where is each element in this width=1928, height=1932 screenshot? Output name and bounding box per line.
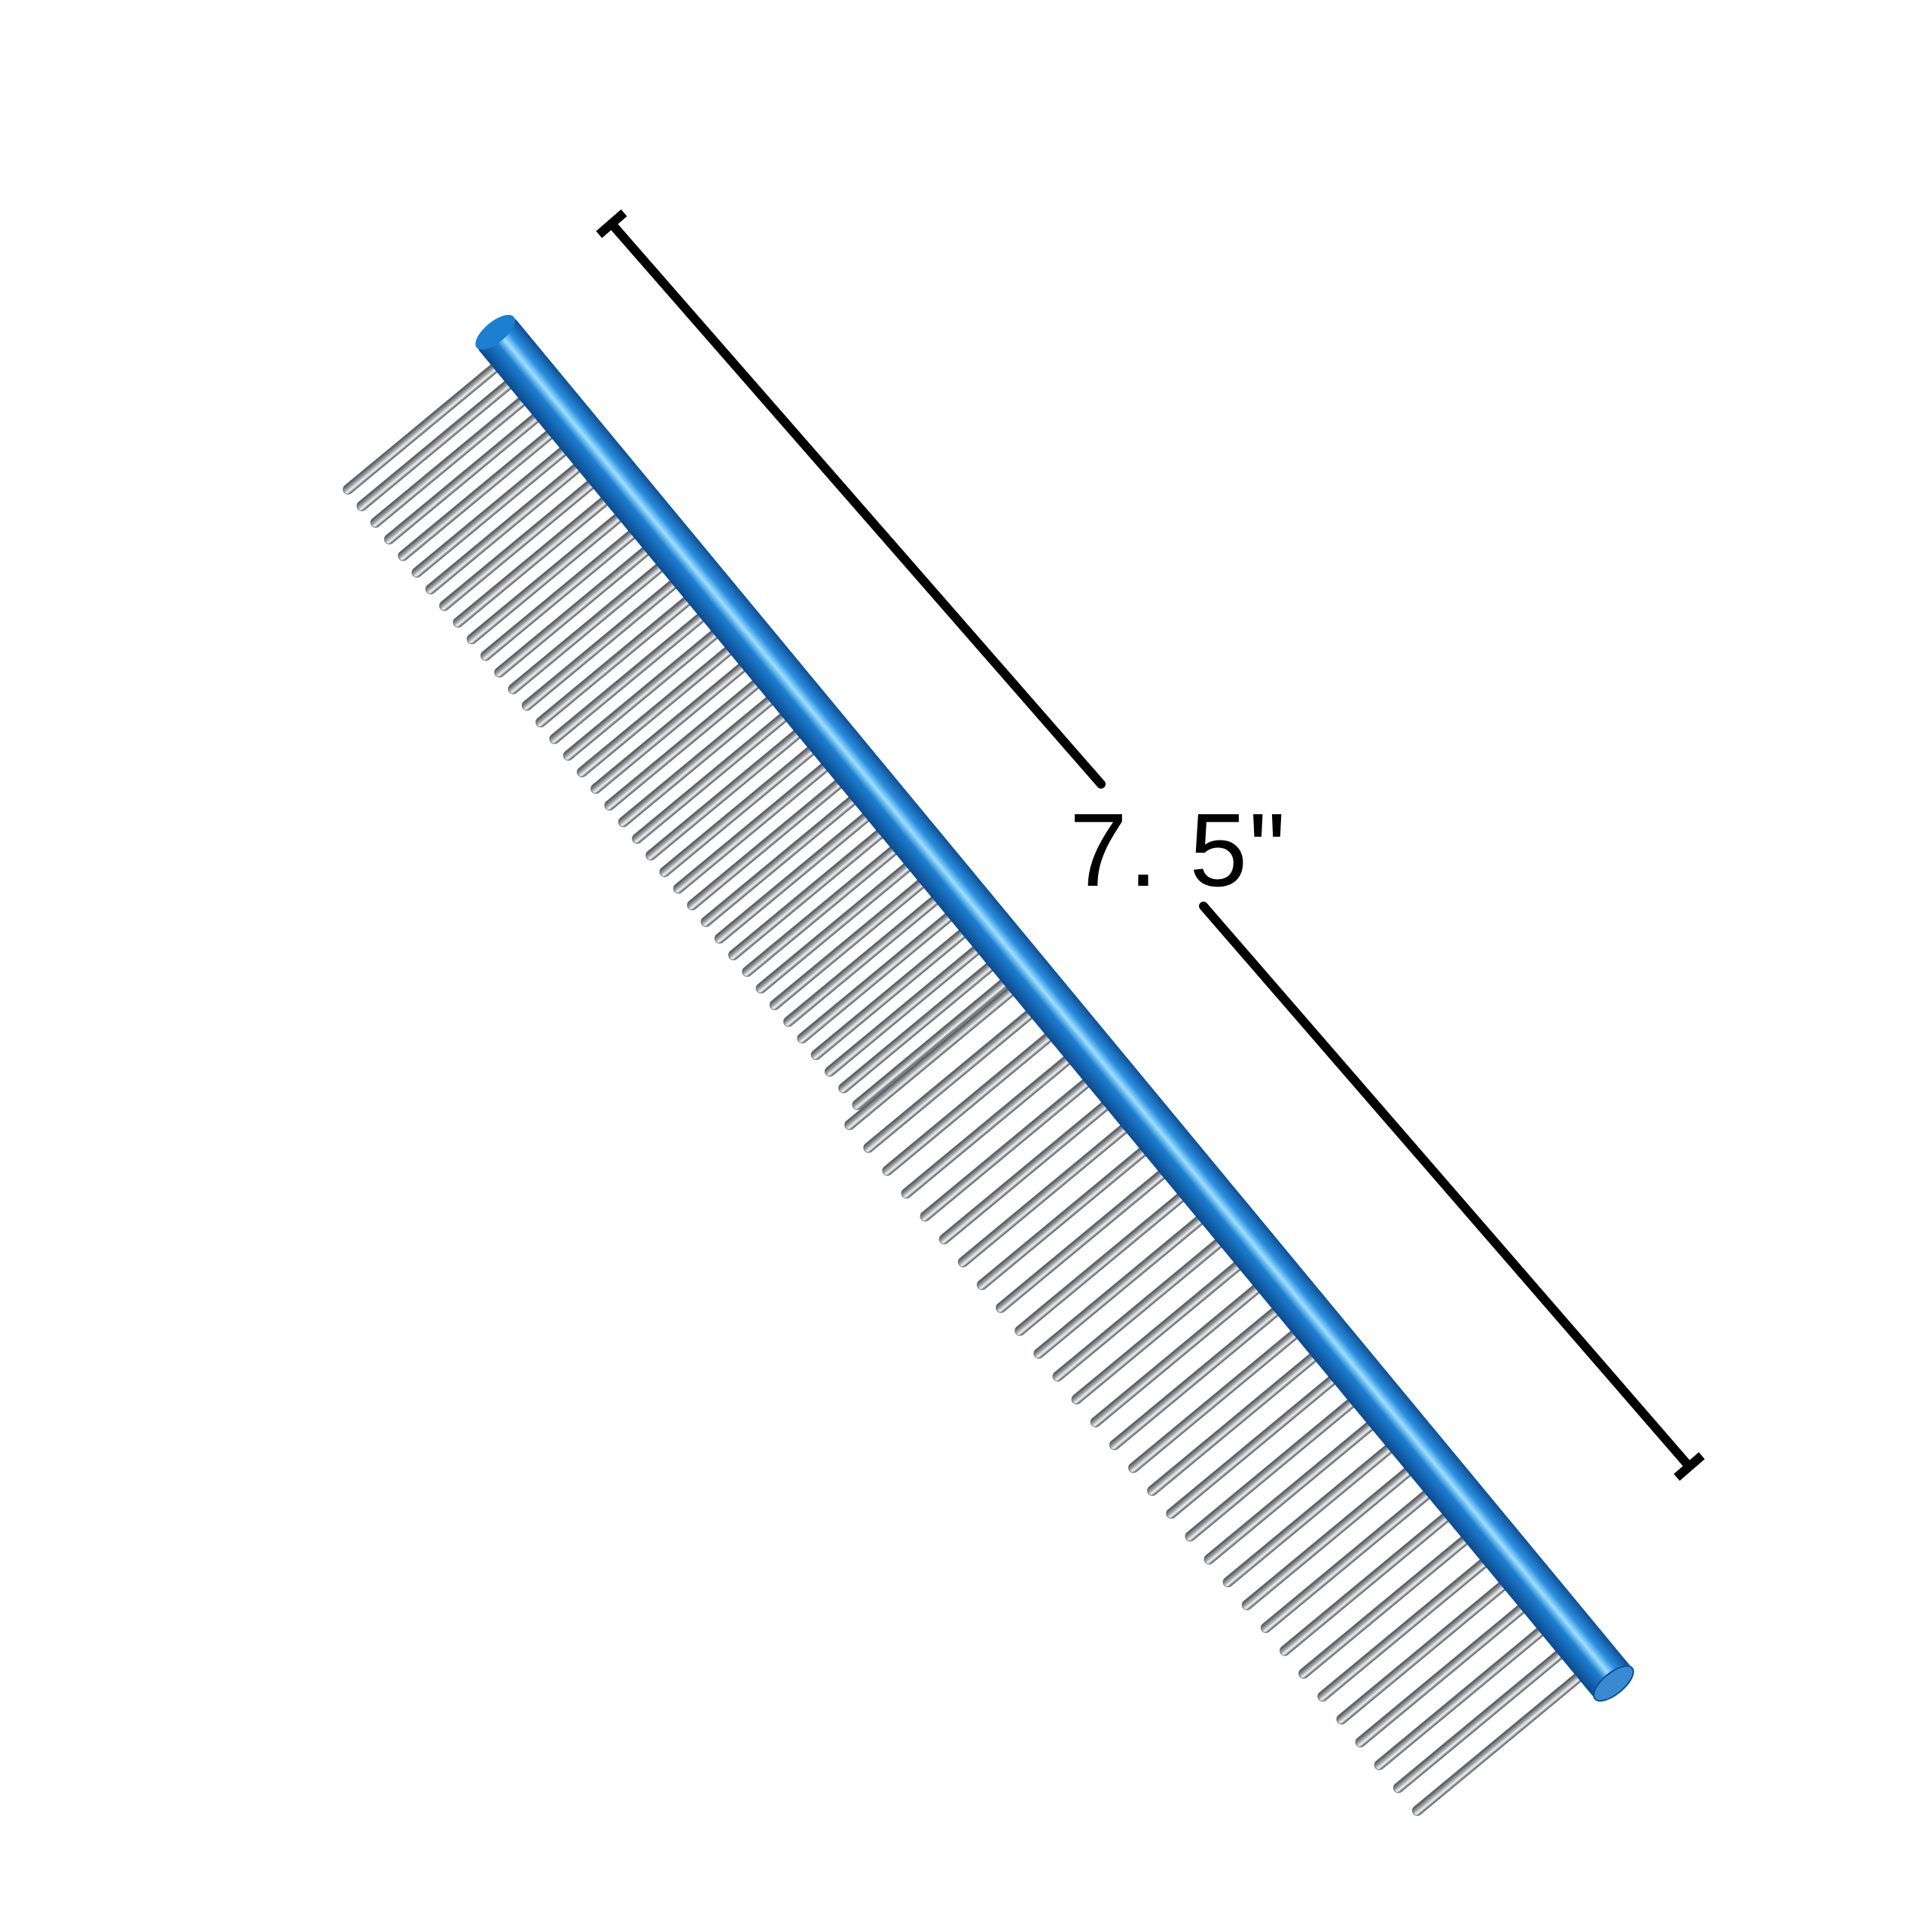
- comb-tooth: [938, 1098, 1114, 1245]
- comb-tooth: [521, 576, 682, 711]
- comb-tooth: [659, 743, 819, 877]
- dimension-cap-start: [596, 209, 627, 238]
- comb-tooth: [797, 909, 957, 1044]
- comb-tooth: [618, 693, 778, 828]
- comb-tooth: [782, 893, 944, 1027]
- comb-tooth: [995, 1167, 1170, 1314]
- comb-tooth: [1279, 1509, 1454, 1656]
- comb-tooth: [1411, 1669, 1587, 1816]
- dimension-line-upper: [607, 219, 1106, 789]
- comb-tooth: [590, 660, 751, 795]
- comb-tooth: [957, 1121, 1133, 1268]
- comb-tooth: [1071, 1258, 1246, 1405]
- comb-tooth: [494, 543, 654, 678]
- comb-tooth: [1014, 1189, 1189, 1336]
- comb-tooth: [549, 609, 709, 744]
- comb-tooth: [700, 792, 861, 927]
- comb-tooth: [1033, 1212, 1208, 1359]
- comb-tooth: [631, 710, 792, 844]
- comb-tooth: [1336, 1578, 1511, 1725]
- comb-tooth: [356, 377, 517, 511]
- comb-tooth: [1052, 1235, 1227, 1382]
- dimension-cap-end: [1673, 1452, 1705, 1481]
- comb-tooth: [1166, 1372, 1341, 1519]
- comb-tooth: [920, 1075, 1094, 1222]
- spine-end-cap-top: [475, 315, 515, 350]
- dimension-line: [596, 209, 1705, 1481]
- dimension-line-lower: [1199, 902, 1694, 1471]
- comb-tooth: [1298, 1532, 1473, 1679]
- comb-tooth: [1241, 1463, 1417, 1610]
- comb-tooth: [1146, 1350, 1322, 1497]
- comb-tooth: [1203, 1418, 1378, 1565]
- comb-tooth: [824, 942, 984, 1077]
- comb-tooth: [882, 1030, 1057, 1177]
- comb-tooth: [901, 1052, 1075, 1199]
- spine-bar: [477, 317, 1631, 1699]
- comb-spine: [475, 315, 1634, 1702]
- comb-tooth: [1185, 1395, 1359, 1542]
- comb-tooth: [370, 393, 530, 528]
- comb-tooth: [769, 876, 929, 1011]
- comb-tooth: [535, 593, 696, 728]
- comb-tooth: [425, 460, 585, 595]
- comb-tooth: [755, 859, 916, 994]
- comb-tooth: [645, 726, 806, 861]
- comb-tooth: [976, 1143, 1152, 1290]
- comb-tooth: [1109, 1304, 1284, 1451]
- comb-tooth: [398, 426, 558, 562]
- comb-tooth: [1260, 1487, 1435, 1634]
- comb-tooth: [411, 444, 572, 578]
- comb-tooth: [1393, 1647, 1568, 1793]
- comb-teeth: [343, 360, 1587, 1816]
- comb-tooth: [604, 676, 764, 811]
- comb-tooth: [383, 410, 544, 545]
- comb-tooth: [466, 510, 627, 645]
- comb-tooth: [508, 560, 668, 694]
- dimension-label: 7. 5": [1069, 792, 1288, 908]
- comb-tooth: [453, 493, 613, 628]
- comb-tooth: [343, 360, 503, 495]
- comb-tooth: [714, 809, 874, 944]
- comb-tooth: [439, 477, 599, 612]
- comb-tooth: [728, 826, 888, 961]
- comb-tooth: [1374, 1624, 1548, 1771]
- comb-tooth: [1090, 1281, 1265, 1428]
- comb-tooth: [673, 759, 833, 894]
- comb-tooth: [1127, 1326, 1303, 1473]
- comb-tooth: [576, 643, 737, 778]
- spine-end-cap-bottom: [1593, 1665, 1634, 1702]
- comb-tooth: [1317, 1555, 1492, 1702]
- comb-tooth: [1355, 1601, 1530, 1747]
- comb-tooth: [1222, 1441, 1397, 1588]
- comb-tooth: [742, 842, 902, 978]
- comb-tooth: [563, 626, 723, 762]
- comb-tooth: [480, 526, 640, 661]
- comb-tooth: [687, 776, 847, 911]
